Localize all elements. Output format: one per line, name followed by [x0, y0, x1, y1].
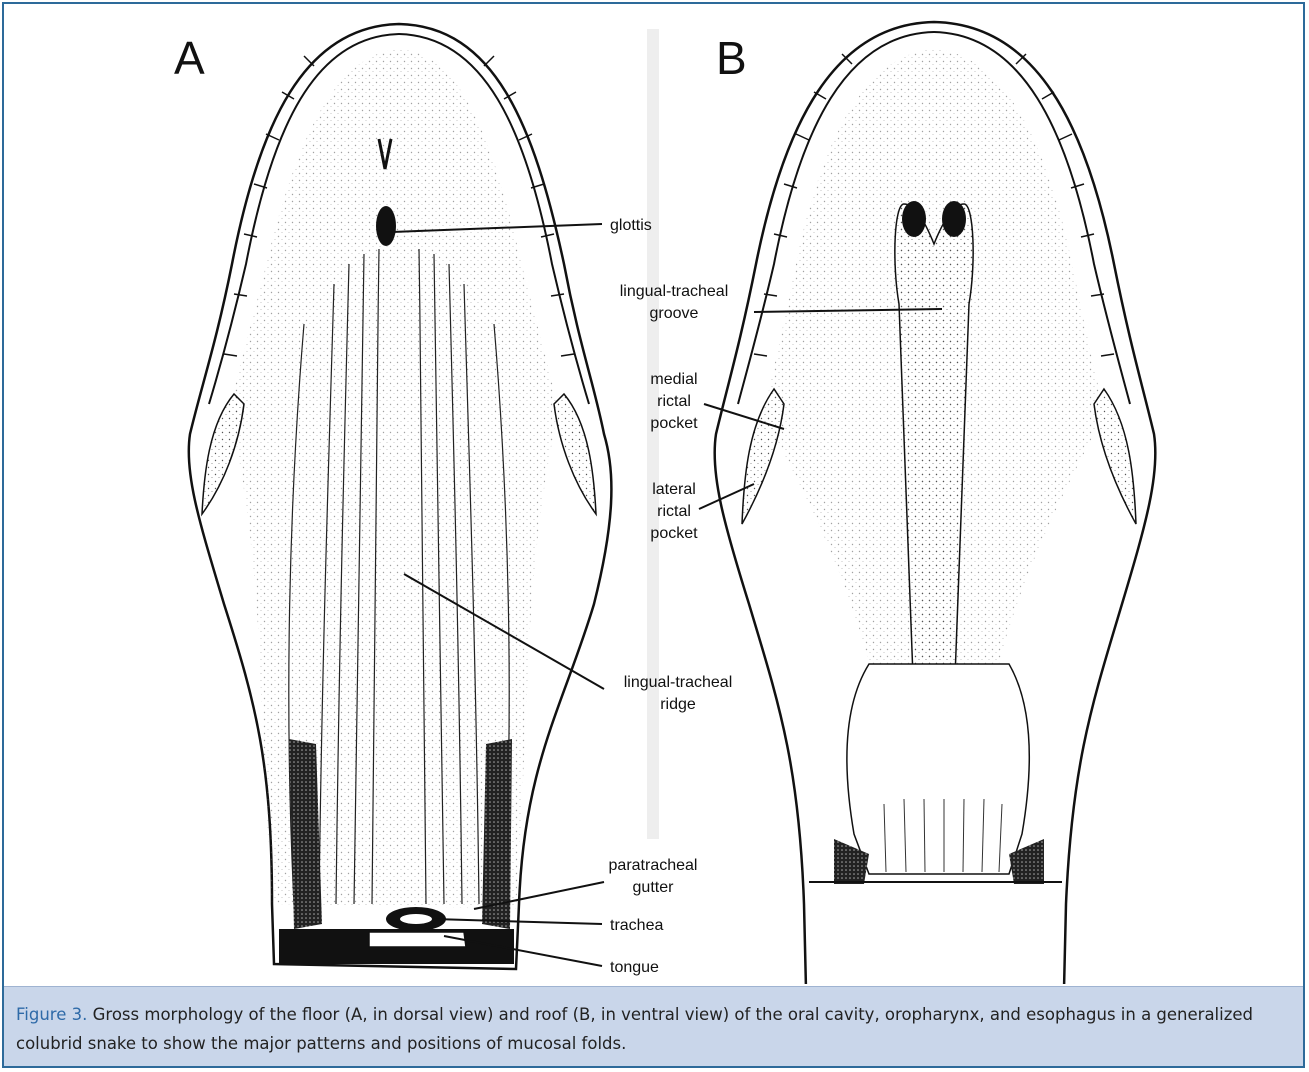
svg-text:lingual-tracheal: lingual-tracheal [620, 283, 729, 300]
snake-mouth-diagram: A B [4, 4, 1307, 984]
svg-text:lateral: lateral [652, 481, 696, 498]
figure-caption: Figure 3. Gross morphology of the floor … [4, 986, 1303, 1066]
svg-text:medial: medial [650, 371, 697, 388]
svg-text:ridge: ridge [660, 696, 696, 713]
background-strip [647, 29, 659, 839]
svg-text:paratracheal: paratracheal [609, 857, 698, 874]
caption-text: Gross morphology of the floor (A, in dor… [16, 1005, 1253, 1053]
label-lingual-tracheal-ridge: lingual-tracheal ridge [624, 674, 733, 713]
panel-label-a: A [174, 32, 205, 84]
label-lateral-rictal-pocket: lateral rictal pocket [650, 481, 698, 542]
svg-text:lingual-tracheal: lingual-tracheal [624, 674, 733, 691]
svg-text:rictal: rictal [657, 503, 691, 520]
caption-figure-number: Figure 3. [16, 1005, 87, 1024]
svg-text:rictal: rictal [657, 393, 691, 410]
panel-b-drawing [715, 22, 1156, 984]
label-trachea: trachea [610, 917, 663, 934]
label-glottis: glottis [610, 217, 652, 234]
label-paratracheal-gutter: paratracheal gutter [609, 857, 698, 896]
svg-text:gutter: gutter [633, 879, 675, 896]
label-lingual-tracheal-groove: lingual-tracheal groove [620, 283, 729, 322]
panel-label-b: B [716, 32, 747, 84]
label-medial-rictal-pocket: medial rictal pocket [650, 371, 698, 432]
svg-text:pocket: pocket [650, 525, 698, 542]
label-tongue: tongue [610, 959, 659, 976]
svg-text:pocket: pocket [650, 415, 698, 432]
svg-text:groove: groove [650, 305, 699, 322]
panel-a-drawing [189, 24, 612, 969]
